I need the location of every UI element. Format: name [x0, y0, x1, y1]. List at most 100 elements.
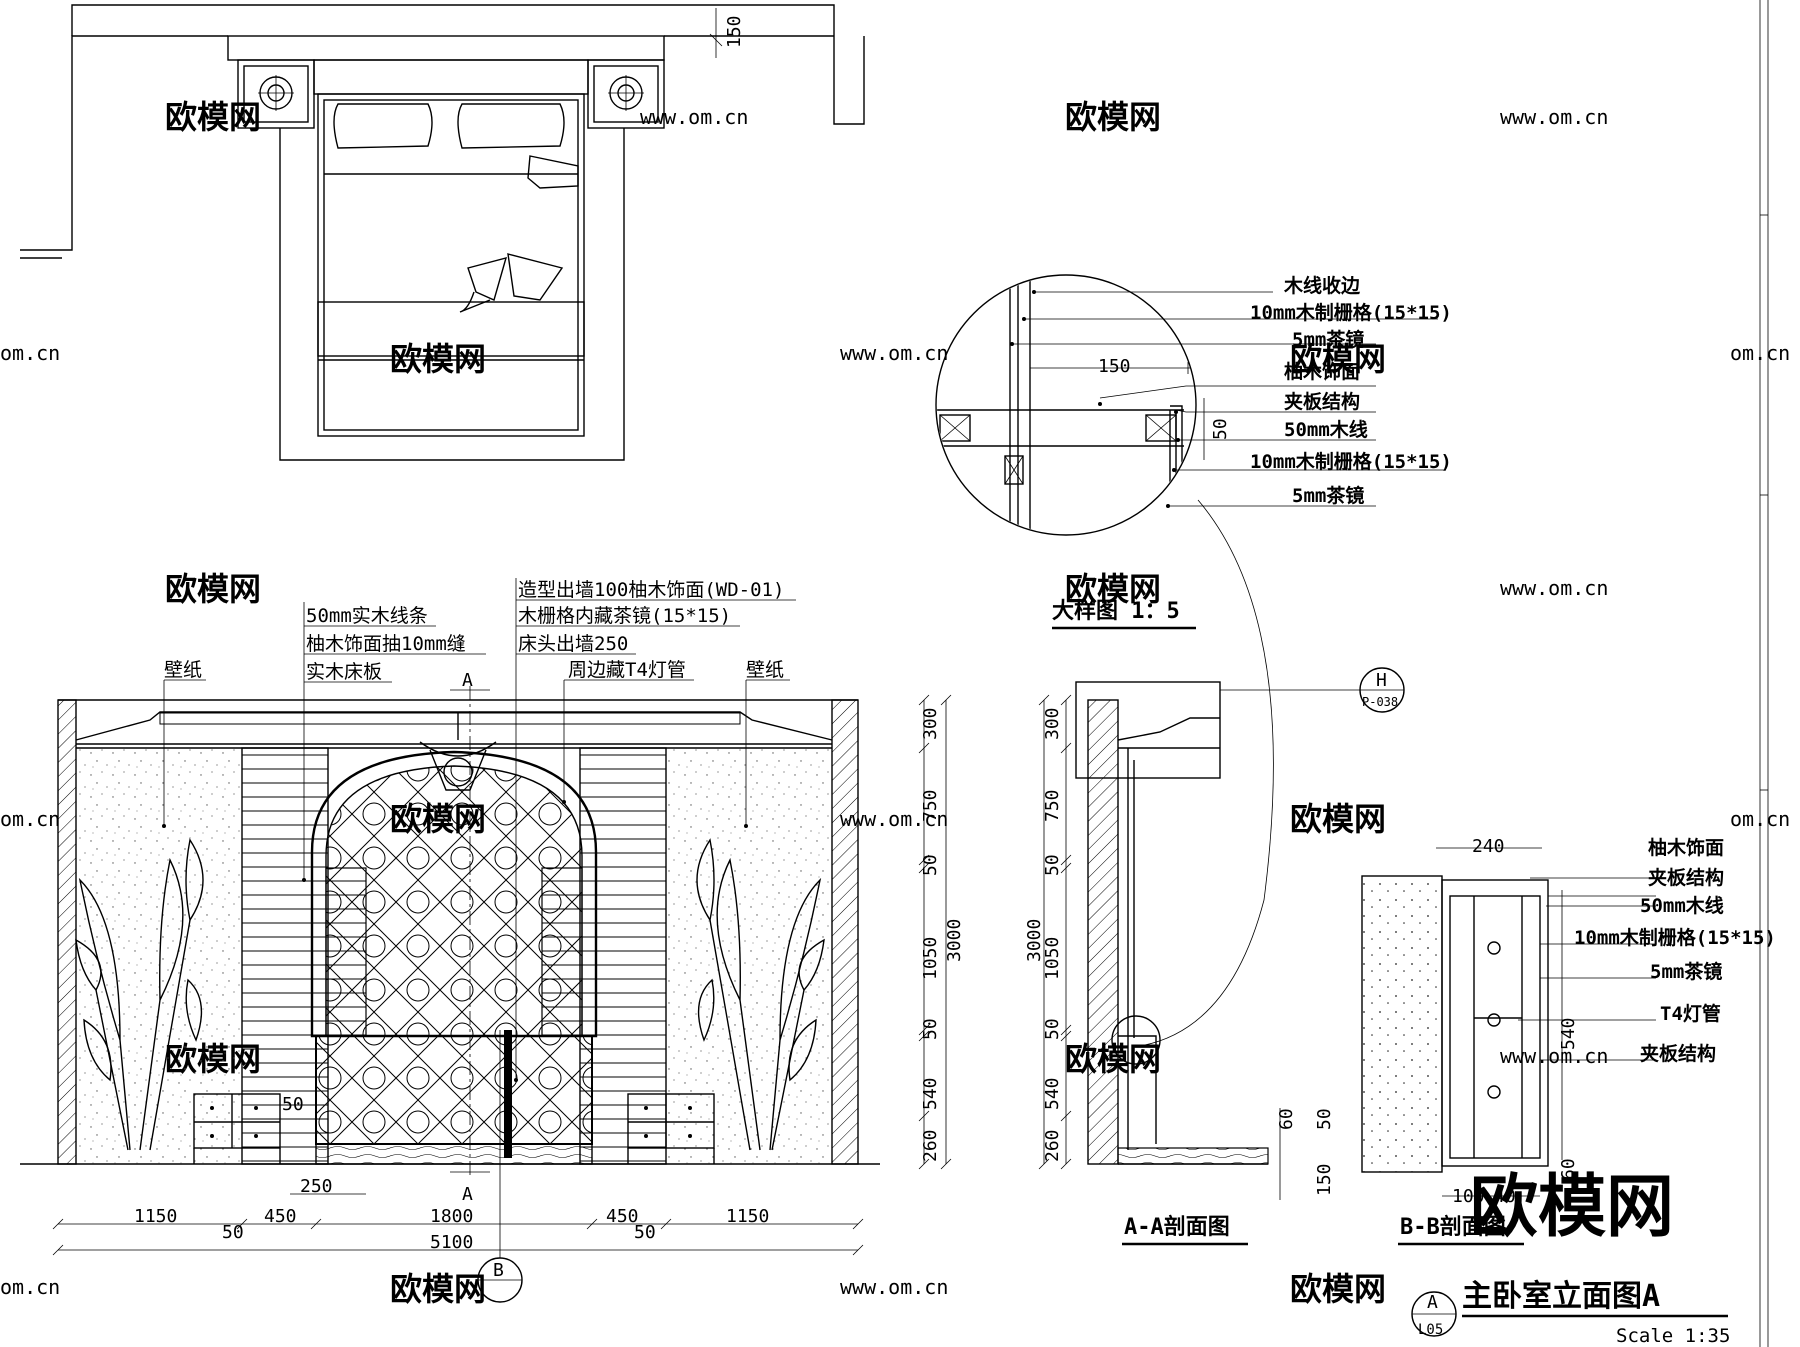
section-mark-a-top: A — [462, 670, 473, 691]
aa-dim-left: 50 — [1042, 1018, 1063, 1040]
ref-bottom: P-038 — [1362, 695, 1398, 709]
dim-bottom: 1150 — [726, 1206, 769, 1227]
dim-bottom: 1150 — [134, 1206, 177, 1227]
plant-right-icon — [696, 838, 825, 1151]
label-teak-groove: 柚木饰面抽10mm缝 — [306, 633, 466, 655]
watermark-url: www.om.cn — [1500, 576, 1608, 600]
pillow — [333, 103, 433, 149]
dim-tick — [1060, 854, 1072, 866]
dim-bottom: 450 — [264, 1206, 297, 1227]
dim-tick — [918, 854, 930, 866]
label-teak-wall: 造型出墙100柚木饰面(WD-01) — [518, 579, 784, 601]
aa-dim-left: 300 — [1042, 707, 1063, 740]
dim-tick — [918, 694, 930, 706]
drawing-scale: Scale 1:35 — [1616, 1325, 1730, 1347]
label-t4-light: 周边藏T4灯管 — [568, 659, 686, 681]
nightstand-right — [627, 1093, 715, 1164]
bedroom-elevation: A A B 壁纸 壁纸 50mm实木线条 柚木饰面抽10mm缝 实木床板 造型出… — [20, 578, 965, 1303]
watermark-logo-large: 欧模网 — [1470, 1168, 1674, 1247]
watermark-logo: 欧模网 — [1290, 340, 1386, 378]
dim-right: 540 — [920, 1077, 941, 1110]
section-mark-a-bottom: A — [462, 1184, 473, 1205]
section-b-b: 240 540 60 100 40 柚木饰面 夹板结构 50mm木线 10mm木… — [1361, 836, 1776, 1247]
section-aa-title: A-A剖面图 — [1124, 1214, 1230, 1240]
bb-dim-540: 540 — [1558, 1017, 1579, 1050]
dim-right: 300 — [920, 707, 941, 740]
aa-dim-right: 150 — [1314, 1163, 1335, 1196]
watermark-url: www.om.cn — [640, 105, 748, 129]
aa-dim-left: 260 — [1042, 1129, 1063, 1162]
title-symbol-bottom: L05 — [1418, 1322, 1443, 1338]
dim-bottom: 1800 — [430, 1206, 473, 1227]
label-wallpaper-left: 壁纸 — [164, 659, 202, 681]
watermark-url: om.cn — [0, 807, 60, 831]
dim-tick — [1060, 1024, 1072, 1036]
aa-dim-left: 1050 — [1042, 937, 1063, 980]
bb-label: 10mm木制栅格(15*15) — [1574, 926, 1776, 949]
watermark-logo: 欧模网 — [165, 570, 261, 608]
aa-dim-right: 50 — [1314, 1108, 1335, 1130]
dim-tick — [918, 862, 930, 874]
dim-right: 260 — [920, 1129, 941, 1162]
dim-tick — [236, 1218, 248, 1230]
label-solid-wood-board: 实木床板 — [306, 661, 382, 683]
aa-dim-left: 540 — [1042, 1077, 1063, 1110]
label-solid-wood-strip: 50mm实木线条 — [306, 605, 428, 627]
watermark-logo: 欧模网 — [390, 1270, 486, 1308]
dim-tick — [1060, 1030, 1072, 1042]
dim-tick — [940, 1158, 952, 1170]
aa-dim-left: 50 — [1042, 854, 1063, 876]
watermark-logo: 欧模网 — [390, 340, 486, 378]
bed-runner — [317, 301, 585, 357]
watermark-logo: 欧模网 — [1290, 1270, 1386, 1308]
label-wallpaper-right: 壁纸 — [746, 659, 784, 681]
ref-top: H — [1376, 670, 1387, 691]
marker-b-label: B — [493, 1260, 504, 1281]
bb-label: T4灯管 — [1660, 1002, 1721, 1025]
dim-tick — [52, 1218, 64, 1230]
title-symbol-top: A — [1427, 1292, 1438, 1313]
section-a-a: H P-038 300 750 50 1050 50 540 260 3000 … — [1024, 667, 1405, 1246]
bed-plan-view: 150 — [20, 4, 865, 461]
dim-right: 750 — [920, 789, 941, 822]
watermark-url: www.om.cn — [840, 341, 948, 365]
watermark-logo: 欧模网 — [165, 98, 261, 136]
dim-total-width: 5100 — [430, 1232, 473, 1253]
label-small-50: 50 — [282, 1094, 304, 1115]
dim-tick — [918, 1158, 930, 1170]
dim-tick — [586, 1218, 598, 1230]
detail-view: 150 50 木线收边 10mm木制栅格(15*15) 5mm茶镜 柚木饰面 夹… — [935, 274, 1452, 1047]
detail-label: 夹板结构 — [1284, 390, 1360, 413]
pillow — [467, 257, 508, 301]
watermark-url: www.om.cn — [840, 1275, 948, 1299]
dim-tick — [1038, 1158, 1050, 1170]
label-grille-mirror: 木栅格内藏茶镜(15*15) — [518, 605, 731, 627]
bb-dim-60: 60 — [1558, 1158, 1579, 1180]
dim-tick — [1060, 742, 1072, 754]
dim-tick — [918, 1110, 930, 1122]
bb-label: 夹板结构 — [1648, 866, 1724, 889]
watermark-logo: 欧模网 — [1290, 800, 1386, 838]
dim-right: 1050 — [920, 937, 941, 980]
watermark-url: www.om.cn — [1500, 1044, 1608, 1068]
nightstand-left — [193, 1093, 281, 1164]
dim-tick — [660, 1218, 672, 1230]
dim-bottom-extra: 50 — [634, 1222, 656, 1243]
dim-tick — [918, 1024, 930, 1036]
bb-label: 50mm木线 — [1640, 894, 1724, 917]
watermark-url: om.cn — [0, 341, 60, 365]
aa-dim-left: 750 — [1042, 789, 1063, 822]
bb-dim-240: 240 — [1472, 836, 1505, 857]
detail-label: 5mm茶镜 — [1292, 484, 1364, 507]
chandelier-icon — [419, 712, 497, 791]
aa-dim-right: 60 — [1276, 1108, 1297, 1130]
bb-dim-40: 40 — [1494, 1186, 1516, 1207]
plant-left-icon — [75, 838, 204, 1151]
bb-label: 夹板结构 — [1640, 1042, 1716, 1065]
pillow — [457, 103, 565, 149]
dim-total-height: 3000 — [944, 919, 965, 962]
detail-label: 50mm木线 — [1284, 418, 1368, 441]
dim-bottom-extra: 50 — [222, 1222, 244, 1243]
watermark-logo: 欧模网 — [1065, 98, 1161, 136]
